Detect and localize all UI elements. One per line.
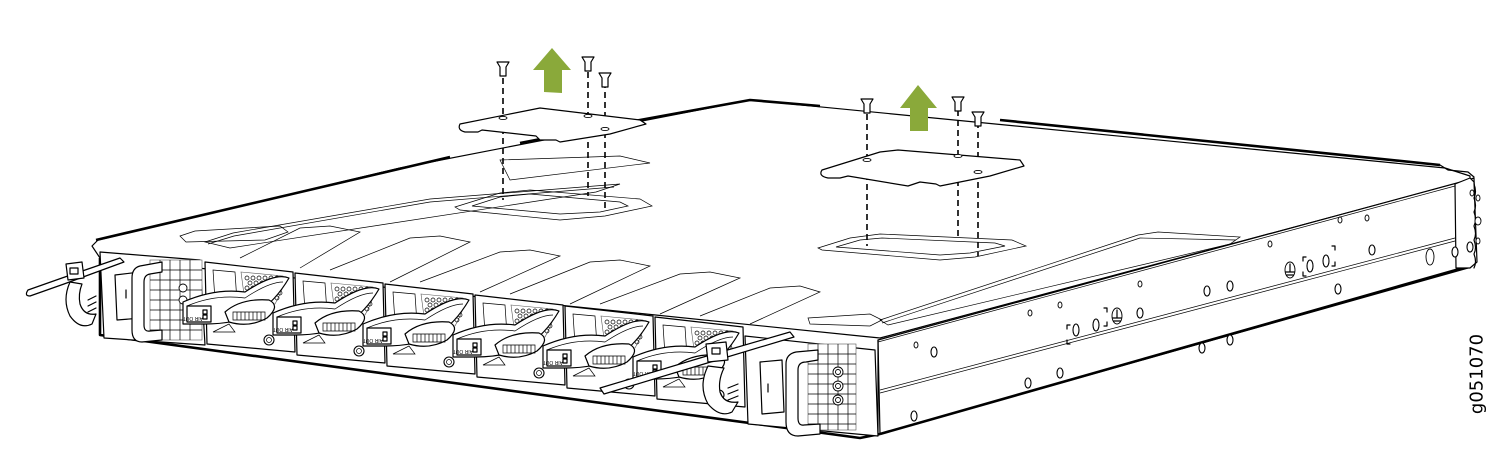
screw-icon[interactable] (581, 56, 595, 72)
svg-text:AIR OUT: AIR OUT (183, 315, 203, 321)
thumbscrew-icon[interactable] (443, 356, 455, 368)
ground-lug-right (1284, 245, 1336, 279)
chassis (91, 98, 1482, 440)
right-plate-opening (817, 233, 1028, 261)
side-holes (910, 189, 1475, 422)
ground-icon (1284, 261, 1296, 279)
screw-icon[interactable] (951, 96, 965, 112)
ground-lug-left (1066, 307, 1123, 345)
lift-arrow-icon (900, 85, 937, 131)
screw-icon[interactable] (971, 111, 985, 127)
power-supply-left (25, 251, 206, 346)
screw-icon[interactable] (496, 61, 510, 77)
svg-text:AIR OUT: AIR OUT (273, 326, 293, 332)
air-out-label: AIR OUT (273, 316, 302, 334)
left-cover-plate-assembly (458, 48, 647, 210)
svg-text:AIR OUT: AIR OUT (543, 359, 563, 365)
power-inlet (759, 359, 785, 415)
psu-handle[interactable] (131, 261, 163, 343)
figure-id-label: g051070 (1466, 333, 1488, 415)
ground-icon (1111, 307, 1123, 325)
cable-tie[interactable] (599, 331, 795, 395)
air-out-label: AIR OUT (363, 327, 392, 345)
svg-text:AIR OUT: AIR OUT (633, 370, 653, 376)
right-cover-plate-assembly (820, 85, 1025, 256)
svg-text:AIR OUT: AIR OUT (363, 337, 383, 343)
thumbscrew-icon[interactable] (263, 334, 275, 346)
thumbscrew-icon[interactable] (533, 367, 545, 379)
lift-arrow-icon (533, 48, 571, 93)
air-out-label: AIR OUT (183, 305, 212, 323)
fan-modules: AIR OUT AIR OUT AIR OUT AIR OUT AIR OUT AIR O… (182, 261, 746, 408)
screw-icon[interactable] (860, 98, 874, 114)
right-cover-plate[interactable] (820, 149, 1025, 187)
power-supply-right (599, 331, 879, 437)
left-plate-opening (454, 189, 653, 221)
figure-id: g051070 (1462, 324, 1492, 424)
svg-text:AIR OUT: AIR OUT (453, 348, 473, 354)
thumbscrew-icon[interactable] (353, 345, 365, 357)
screw-icon[interactable] (598, 72, 612, 88)
air-out-label: AIR OUT (543, 349, 572, 367)
air-out-label: AIR OUT (453, 338, 482, 356)
psu-handle[interactable] (785, 349, 821, 437)
